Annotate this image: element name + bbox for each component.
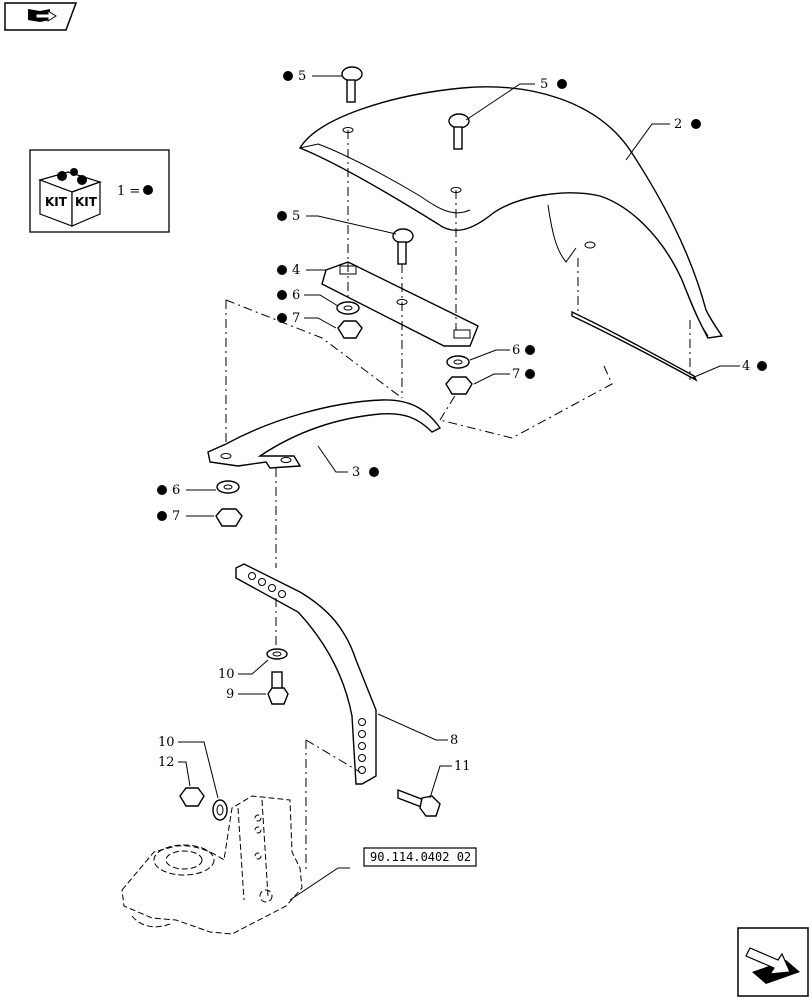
washer-part-6c [216,480,240,494]
kit-dot-icon [157,511,167,521]
bolt-part-5a [341,66,363,103]
kit-dot-icon [157,485,167,495]
washer-part-10a [266,648,288,660]
kit-box-icon: KIT KIT [38,168,102,227]
bolt-part-11 [397,788,441,817]
bolt-part-9 [267,671,289,705]
callout-11: 11 [454,759,471,774]
callout-6: 6 [292,288,300,303]
bracket-plate-part-4a [321,261,479,347]
washer-part-10b [212,799,228,821]
callout-7: 7 [512,367,520,382]
kit-dot-icon [557,79,567,89]
kit-label-left: KIT [45,195,68,209]
kit-dot-icon [277,290,287,300]
callouts: 5 5 2 5 4 6 7 6 7 4 3 6 7 10 9 8 10 12 1… [157,69,767,774]
book-arrow-icon [745,947,800,984]
callout-3: 3 [352,465,360,480]
book-arrow-icon [28,9,57,22]
kit-dot-icon [525,345,535,355]
kit-legend: KIT KIT 1 = [29,149,170,233]
kit-dot-icon [757,361,767,371]
callout-10: 10 [218,667,235,682]
leader-lines [178,75,740,901]
callout-9: 9 [226,687,234,702]
callout-12: 12 [158,755,175,770]
kit-dot-icon [277,313,287,323]
nav-next-button[interactable] [737,927,809,997]
bolt-part-5c [392,228,414,265]
callout-4: 4 [742,359,750,374]
kit-dot-icon [277,211,287,221]
nut-part-7b [445,376,473,395]
callout-5: 5 [292,209,300,224]
assembly-lines [225,130,691,870]
nut-part-7a [337,320,363,339]
strip-part-4b [571,310,698,382]
callout-6: 6 [172,483,180,498]
callout-5: 5 [298,69,306,84]
washer-part-6b [446,355,470,369]
kit-dot-icon [143,185,153,195]
kit-dot-icon [369,467,379,477]
nut-part-7c [215,508,243,527]
nut-part-12 [179,787,205,807]
callout-4: 4 [292,263,300,278]
fender-part-2 [298,86,724,339]
callout-10: 10 [158,735,175,750]
callout-7: 7 [292,311,300,326]
kit-dot-icon [691,119,701,129]
nav-back-button[interactable] [4,2,78,31]
kit-dot-icon [277,265,287,275]
callout-5: 5 [540,77,548,92]
callout-8: 8 [450,733,458,748]
washer-part-6a [336,301,360,315]
axle-casting [121,795,303,935]
reference-code: 90.114.0402 02 [370,850,471,864]
long-bracket-part-8 [235,563,377,785]
kit-dot-icon [525,369,535,379]
callout-6: 6 [512,343,520,358]
bolt-part-5b [448,113,470,150]
callout-7: 7 [172,509,180,524]
support-arm-part-3 [207,399,442,469]
callout-2: 2 [674,117,682,132]
kit-dot-icon [283,71,293,81]
kit-label-right: KIT [75,195,98,209]
reference-link[interactable]: 90.114.0402 02 [363,847,477,867]
kit-legend-equals: 1 = [117,184,140,199]
